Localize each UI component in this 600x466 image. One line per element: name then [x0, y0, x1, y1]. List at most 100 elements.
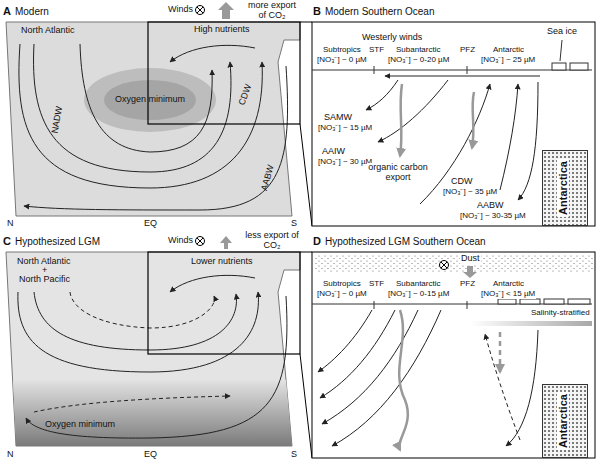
text-label: AABW: [476, 201, 505, 211]
wind-symbol: [440, 261, 449, 270]
wind-symbol: [441, 262, 447, 268]
dust-arrow: [463, 266, 477, 278]
figure-panel: C Hypothesized LGM: [0, 230, 302, 464]
inset-frame: [148, 252, 300, 354]
oxygen-minimum-core: [104, 80, 196, 120]
circulation-line: [385, 76, 540, 77]
sea-ice: [570, 63, 588, 70]
low-oxygen-zone: [84, 68, 216, 132]
text-label: [NO₃⁻] ~ 30-35 µM: [459, 212, 527, 221]
panel-b-drawing: [312, 22, 595, 226]
circulation-line: [26, 296, 287, 438]
circulation-line: [80, 44, 212, 152]
sea-ice: [544, 299, 564, 304]
text-label: AAIW: [321, 147, 346, 157]
sea-ice: [552, 63, 566, 70]
panel-a-drawing: [6, 2, 312, 226]
text-label: Subtropics: [322, 280, 362, 289]
text-label: [NO₃⁻] ~ 0-15 µM: [387, 290, 450, 299]
wind-symbol: [441, 262, 447, 268]
text-label: less export of CO₂: [243, 231, 301, 251]
sea-ice: [498, 299, 516, 304]
text-label: EQ: [143, 219, 158, 229]
circulation-line: [170, 45, 255, 62]
carbon-export-line: [499, 332, 502, 372]
circulation-line: [18, 275, 287, 438]
wind-symbol: [197, 7, 203, 13]
figure-panel: B Modern Southern OceanAntarctica: [310, 0, 600, 232]
circulation-line: [506, 330, 538, 446]
text-label: STF: [368, 46, 385, 55]
circulation-line: [500, 84, 518, 190]
text-label: PFZ: [459, 46, 476, 55]
text-label: NADW: [50, 105, 65, 136]
text-label: N: [6, 450, 15, 460]
wind-symbol: [197, 238, 203, 244]
text-label: PFZ: [459, 280, 476, 289]
text-label: organic carbon export: [367, 163, 429, 183]
text-label: Oxygen minimum: [44, 420, 116, 430]
circulation-line: [19, 44, 262, 188]
continent-block: Antarctica: [542, 150, 588, 226]
stratified-layer: [470, 321, 592, 326]
text-label: STF: [368, 280, 385, 289]
sea-ice: [520, 299, 540, 304]
text-label: [NO₃⁻] ~ 30 µM: [317, 158, 373, 167]
text-label: Winds: [167, 5, 194, 15]
text-label: AABW: [260, 163, 277, 193]
circulation-line: [19, 44, 288, 210]
wind-symbol: [196, 6, 205, 15]
text-label: [NO₃⁻] ~ 35 µM: [442, 188, 498, 197]
wind-symbol: [196, 237, 205, 246]
text-label: CDW: [237, 82, 254, 107]
circulation-line: [18, 292, 259, 372]
wind-symbol: [440, 261, 449, 270]
text-label: Salinity-stratified: [530, 309, 591, 318]
circulation-line: [320, 310, 395, 398]
inset-frame: [148, 22, 300, 124]
zoom-line: [300, 354, 312, 458]
circulation-line: [332, 310, 441, 446]
panel-heading: Modern Southern Ocean: [325, 6, 435, 17]
text-label: North Atlantic: [20, 26, 76, 36]
wind-symbol: [196, 6, 205, 15]
text-label: Subtropics: [322, 46, 362, 55]
text-label: Subantarctic: [395, 280, 441, 289]
circulation-line: [34, 292, 236, 350]
panel-heading: Modern: [15, 6, 49, 17]
circulation-line: [378, 80, 448, 142]
circulation-line: [518, 82, 538, 200]
text-label: [NO₃⁻] ~ 15 µM: [317, 124, 373, 133]
text-label: more export of CO₂: [243, 1, 301, 21]
panel-letter: C: [3, 235, 11, 247]
front-tick: [467, 66, 468, 74]
continent-label: Antarctica: [557, 159, 569, 217]
dust-cloud: [314, 254, 593, 272]
circulation-line: [485, 334, 520, 440]
text-label: [NO₃⁻] ~ 0 µM: [316, 56, 368, 65]
panel-frame: [312, 252, 595, 458]
zoom-line: [300, 124, 312, 226]
export-arrow: [218, 2, 234, 19]
text-label: Oxygen minimum: [114, 95, 186, 105]
sea-ice: [568, 299, 590, 304]
carbon-export-line: [399, 310, 500, 450]
circulation-line: [24, 66, 288, 210]
circulation-line: [318, 310, 538, 446]
text-label: Dust: [460, 254, 481, 264]
circulation-line: [366, 80, 398, 110]
text-label: [NO₃⁻] < 15 µM: [480, 290, 536, 299]
front-tick: [374, 66, 375, 74]
panel-heading: Hypothesized LGM: [15, 236, 100, 247]
panel-c-drawing: [6, 236, 312, 458]
panel-d-drawing: [312, 252, 595, 458]
panel-letter: B: [313, 5, 321, 17]
leader-line: [560, 40, 562, 61]
wind-symbol: [196, 237, 205, 246]
carbon-export-arrow: [472, 92, 474, 148]
text-label: High nutrients: [193, 25, 251, 35]
text-label: N: [6, 219, 15, 229]
